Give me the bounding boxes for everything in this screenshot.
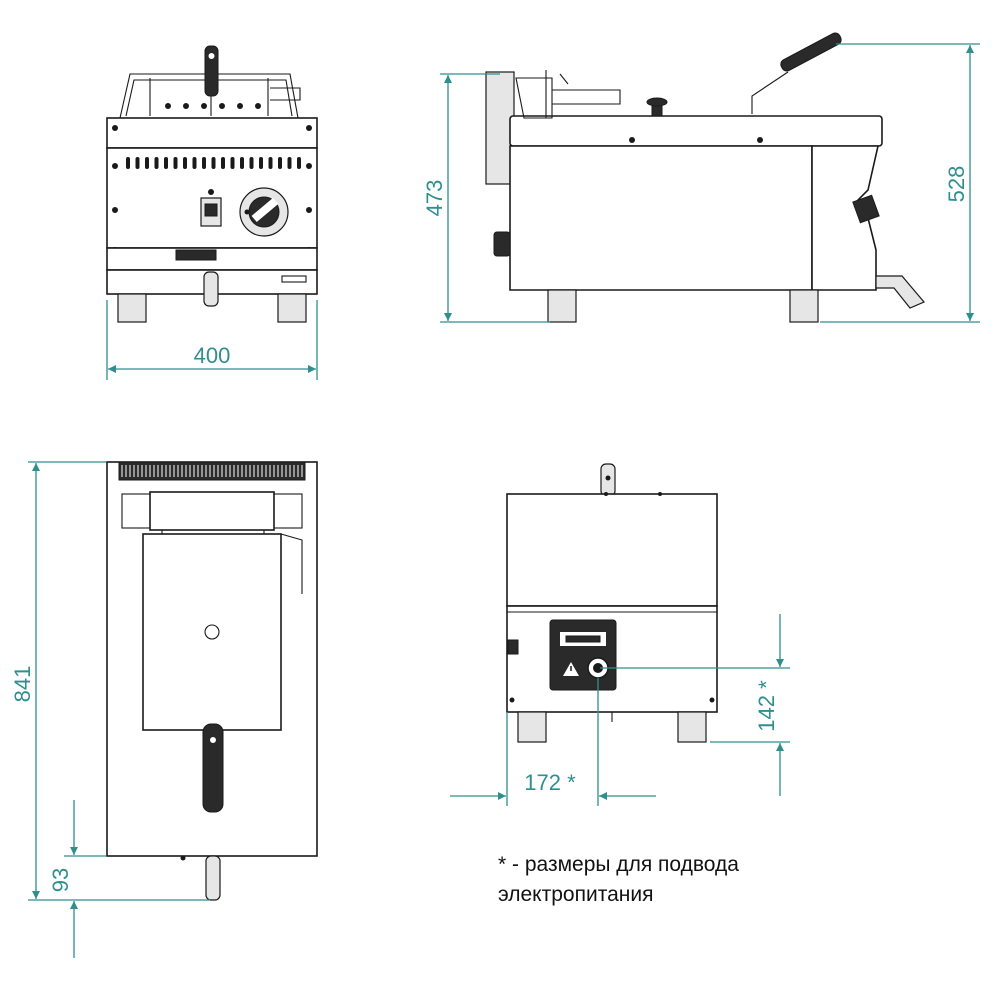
rotary-knob-icon xyxy=(239,187,289,237)
leg-rear-right xyxy=(677,711,707,743)
drain-pipe-side xyxy=(875,275,925,309)
side-knob xyxy=(852,194,880,224)
dimension-power-height: 142 * xyxy=(754,680,779,732)
lid-knob xyxy=(646,97,668,117)
rear-view: 142 * 172 * xyxy=(450,463,790,806)
leg-side-left xyxy=(547,289,577,323)
side-basket-handle xyxy=(780,32,842,72)
leg-side-right xyxy=(789,289,819,323)
drain-valve xyxy=(175,249,217,261)
side-view: 473 528 xyxy=(422,32,980,323)
vent-slots xyxy=(126,157,301,169)
leg-rear-left xyxy=(517,711,547,743)
note-line-1: * - размеры для подвода xyxy=(498,853,739,876)
top-view: 841 93 xyxy=(10,461,318,958)
top-vent-grille xyxy=(118,461,306,481)
note-line-2: электропитания xyxy=(498,883,653,906)
basket-front xyxy=(119,45,301,119)
dimension-overhang: 93 xyxy=(48,868,73,892)
power-switch-icon xyxy=(200,189,222,227)
rear-terminal xyxy=(507,639,519,655)
front-view: 400 xyxy=(106,45,318,380)
dimension-total-height: 528 xyxy=(944,166,969,203)
dimension-depth: 841 xyxy=(10,666,35,703)
dimension-width: 400 xyxy=(194,343,231,368)
leg-right xyxy=(277,293,307,323)
power-panel xyxy=(549,619,617,691)
top-drain-pipe xyxy=(205,855,221,901)
dimension-height: 473 xyxy=(422,180,447,217)
power-connector-side xyxy=(493,231,511,257)
drain-pipe xyxy=(203,271,219,307)
leg-left xyxy=(117,293,147,323)
warning-triangle-icon xyxy=(563,662,579,676)
top-basket-handle xyxy=(202,723,224,813)
dimension-power-offset: 172 * xyxy=(524,770,576,795)
